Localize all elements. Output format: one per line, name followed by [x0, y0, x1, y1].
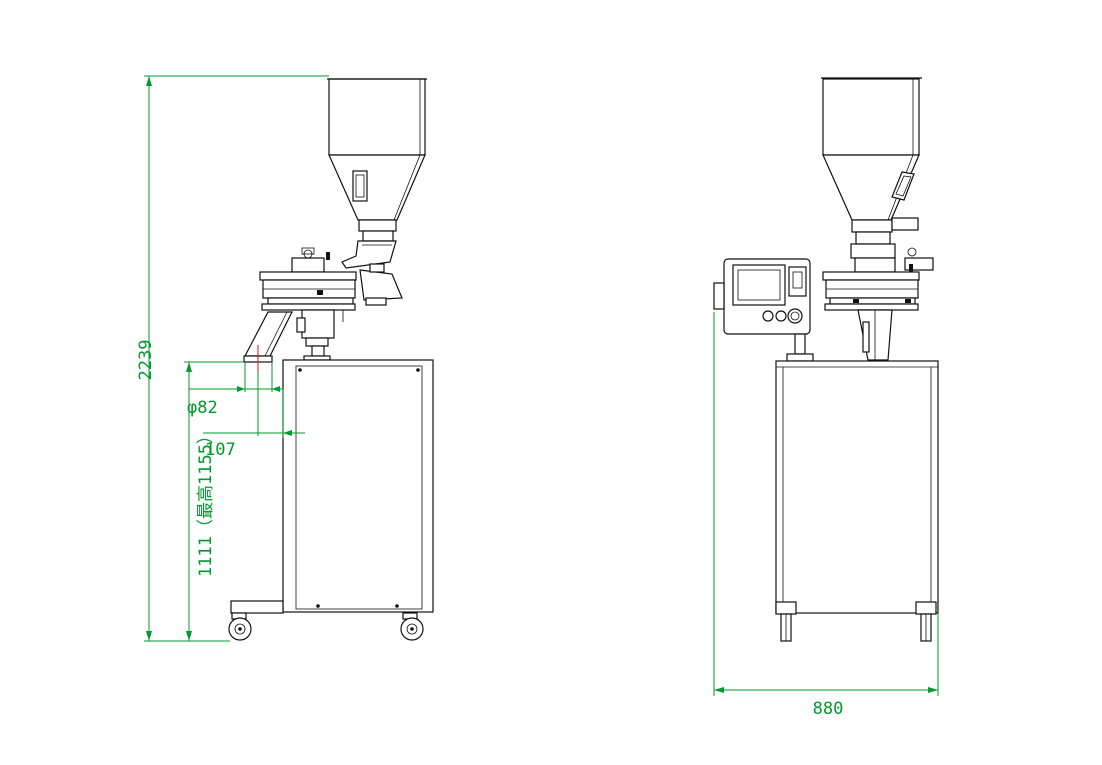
dim-outlet-offset: 107 — [205, 440, 236, 460]
dimension-lines — [144, 75, 939, 696]
side-casters — [228, 612, 424, 641]
side-column — [296, 309, 344, 361]
side-cabinet — [230, 359, 434, 614]
dim-width: 880 — [813, 699, 844, 719]
side-discharge-spout — [243, 311, 293, 363]
control-knob-icon — [775, 310, 787, 322]
dim-total-height: 2239 — [136, 340, 156, 381]
control-panel — [713, 258, 814, 362]
front-view — [713, 77, 939, 642]
side-hopper — [327, 78, 427, 269]
side-dosing-head — [259, 247, 403, 311]
front-casters — [775, 601, 937, 642]
front-dosing-head — [822, 247, 934, 311]
front-hopper — [821, 77, 922, 259]
touch-screen — [732, 264, 786, 306]
dim-outlet-diameter: φ82 — [187, 398, 218, 418]
side-view — [228, 78, 434, 641]
control-knob-icon — [762, 310, 774, 322]
front-cabinet — [775, 360, 939, 614]
front-discharge-column — [857, 309, 893, 361]
dim-outlet-height: 1111（最高1155） — [196, 427, 216, 577]
emergency-stop-icon — [787, 308, 803, 324]
